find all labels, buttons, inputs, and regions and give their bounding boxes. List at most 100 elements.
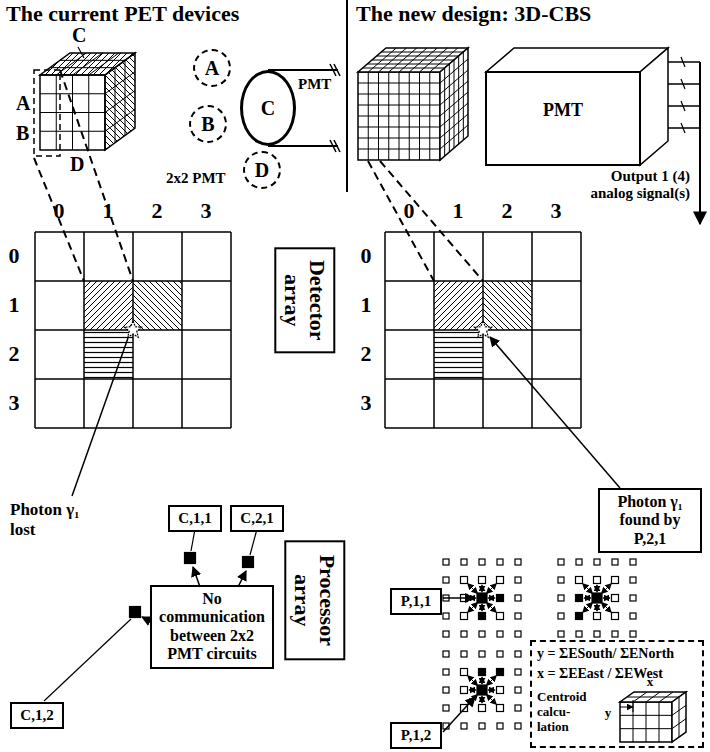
break-mark bbox=[681, 79, 685, 89]
node-text: B bbox=[201, 113, 214, 136]
link-arrow bbox=[482, 696, 483, 703]
output-wire bbox=[668, 127, 700, 129]
node-text: C bbox=[261, 97, 275, 120]
pmt-face: C bbox=[240, 70, 296, 146]
row-number: 3 bbox=[361, 390, 372, 415]
processor-square bbox=[443, 559, 449, 565]
crystal-line bbox=[105, 91, 135, 113]
processor-square bbox=[515, 687, 521, 693]
dimension-arrow bbox=[620, 707, 633, 708]
grid-line bbox=[385, 427, 581, 429]
link-arrow bbox=[482, 585, 483, 592]
processor-square bbox=[497, 669, 504, 676]
processor-dot bbox=[130, 607, 141, 618]
processor-square bbox=[515, 669, 521, 675]
leader-line bbox=[44, 619, 131, 701]
node-text: x = ΣEEast / ΣEWest bbox=[537, 666, 663, 682]
leader-line bbox=[78, 47, 84, 58]
selection-bracket bbox=[34, 70, 60, 156]
processor-square bbox=[630, 577, 636, 583]
crystal-line bbox=[672, 705, 686, 715]
processor-square bbox=[443, 577, 449, 583]
crystal-line bbox=[60, 60, 125, 61]
processor-square bbox=[630, 613, 636, 619]
part-letter: A bbox=[16, 92, 30, 115]
hatched-cell bbox=[434, 281, 483, 330]
crystal-line bbox=[40, 112, 105, 113]
node-text: Detector array bbox=[280, 253, 331, 347]
link-arrow bbox=[583, 602, 593, 612]
processor-square bbox=[461, 651, 467, 657]
crystal-line bbox=[358, 105, 440, 106]
crystal-line bbox=[620, 728, 672, 729]
link-arrow bbox=[486, 584, 496, 594]
processor-square bbox=[576, 577, 583, 584]
processor-square bbox=[612, 559, 618, 565]
pmt-box bbox=[640, 48, 668, 165]
processor-square bbox=[612, 613, 619, 620]
pmt-body bbox=[268, 145, 338, 147]
processor-square bbox=[461, 613, 468, 620]
processor-dot bbox=[185, 553, 196, 564]
callout-box: C,1,1 bbox=[168, 505, 222, 532]
column-number: 3 bbox=[551, 198, 562, 223]
processor-square bbox=[576, 559, 582, 565]
crystal-line bbox=[367, 64, 449, 65]
callout-box: C,1,2 bbox=[10, 702, 64, 729]
processor-square bbox=[497, 595, 504, 602]
output-wire bbox=[668, 61, 700, 63]
processor-square bbox=[594, 559, 600, 565]
pmt-circle: D bbox=[243, 151, 281, 189]
processor-square bbox=[479, 613, 486, 620]
row-number: 2 bbox=[9, 341, 20, 366]
node-text: C,1,2 bbox=[16, 707, 58, 724]
processor-square bbox=[515, 577, 521, 583]
crystal-line bbox=[440, 59, 468, 83]
hatched-cell bbox=[483, 281, 532, 330]
break-mark bbox=[681, 101, 685, 111]
zoom-line bbox=[60, 70, 133, 281]
crystal-line bbox=[40, 131, 105, 132]
node-text: P,1,2 bbox=[396, 727, 436, 744]
row-number: 1 bbox=[361, 292, 372, 317]
crystal-line bbox=[646, 702, 647, 742]
link-arrow bbox=[601, 602, 611, 612]
grid-line bbox=[35, 378, 231, 380]
column-number: 0 bbox=[54, 198, 65, 223]
processor-square bbox=[630, 595, 636, 601]
row-number: 0 bbox=[9, 243, 20, 268]
link-arrow bbox=[597, 604, 598, 611]
pmt-box bbox=[486, 48, 668, 72]
processor-square bbox=[461, 687, 468, 694]
row-number: 2 bbox=[361, 341, 372, 366]
output-arrow bbox=[699, 62, 701, 224]
crystal-line bbox=[363, 68, 445, 69]
link-arrow bbox=[486, 676, 496, 686]
crystal-line bbox=[620, 715, 672, 716]
crystal-line bbox=[377, 56, 459, 57]
processor-square bbox=[558, 595, 564, 601]
part-name: 2x2 PMT bbox=[166, 170, 226, 187]
note-box: No communication between 2x2 PMT circuit… bbox=[150, 585, 274, 669]
node-text: Photon γ₁ found by P,2,1 bbox=[604, 493, 696, 548]
processor-square bbox=[479, 631, 485, 637]
crystal-line bbox=[372, 60, 454, 61]
column-number: 3 bbox=[201, 198, 212, 223]
column-number: 1 bbox=[453, 198, 464, 223]
crystal-line bbox=[358, 83, 440, 84]
processor-square bbox=[443, 613, 449, 619]
processor-square bbox=[461, 723, 467, 729]
grid-line bbox=[230, 232, 232, 428]
processor-square bbox=[594, 631, 600, 637]
processor-square bbox=[443, 687, 449, 693]
processor-square bbox=[612, 631, 618, 637]
break-mark bbox=[334, 140, 340, 152]
pmt-circle: B bbox=[189, 105, 227, 143]
node-text: Centroid calcu- lation bbox=[537, 690, 601, 735]
pointer-arrow bbox=[490, 337, 620, 488]
marker-tick bbox=[633, 700, 634, 712]
processor-square bbox=[443, 705, 449, 711]
grid-line bbox=[385, 378, 581, 380]
part-letter: D bbox=[70, 153, 84, 176]
leader-line bbox=[72, 338, 128, 496]
